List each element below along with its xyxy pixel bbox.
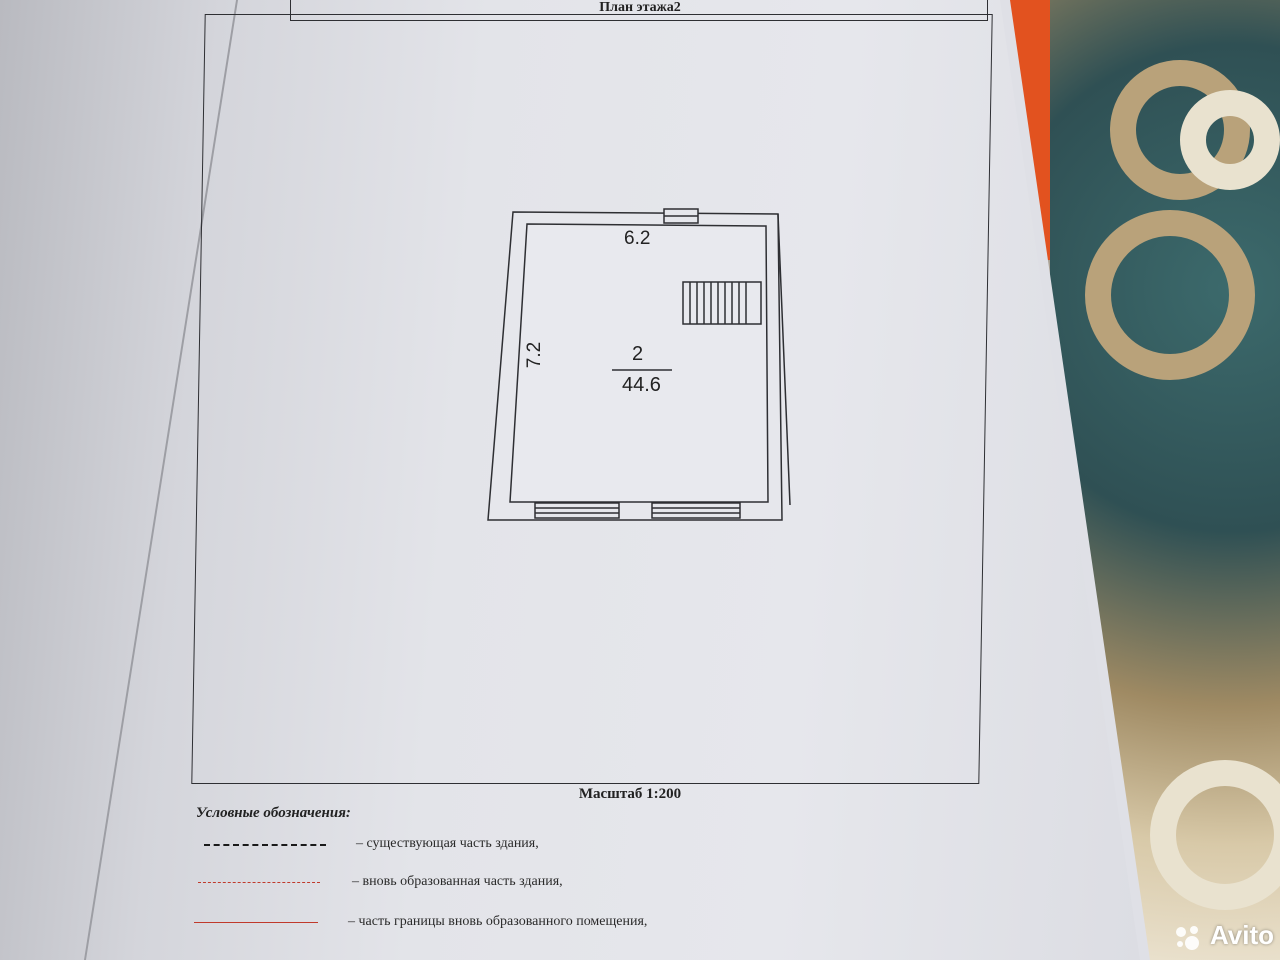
scale-label: Масштаб 1:200: [578, 786, 682, 802]
page-title: План этажа2: [599, 0, 681, 15]
width-dimension: 6.2: [624, 228, 651, 249]
legend-item-new-part: – вновь образованная часть здания,: [196, 872, 816, 894]
legend-text: – вновь образованная часть здания,: [352, 874, 563, 889]
legend-line-solid-red: [194, 922, 318, 923]
legend-text: – существующая часть здания,: [356, 836, 539, 851]
staircase: [682, 281, 762, 325]
avito-logo-icon: [1176, 926, 1199, 950]
height-dimension: 7.2: [524, 341, 546, 369]
room-area: 44.6: [622, 374, 661, 396]
legend-title: Условные обозначения:: [196, 805, 351, 821]
stair-steps: [689, 282, 747, 324]
window-bottom-right: [651, 502, 741, 519]
legend-text: – часть границы вновь образованного поме…: [348, 914, 648, 929]
window-bottom-left: [534, 502, 620, 519]
legend-line-dashed-red: [198, 882, 320, 883]
legend-line-dashed-black: [204, 844, 326, 846]
legend-item-new-boundary: – часть границы вновь образованного поме…: [192, 912, 832, 934]
avito-watermark: Avito: [1210, 920, 1275, 950]
exterior-line: [777, 213, 791, 506]
title-block: [290, 0, 988, 21]
legend-item-existing: – существующая часть здания,: [200, 834, 800, 856]
room-number: 2: [632, 343, 644, 365]
